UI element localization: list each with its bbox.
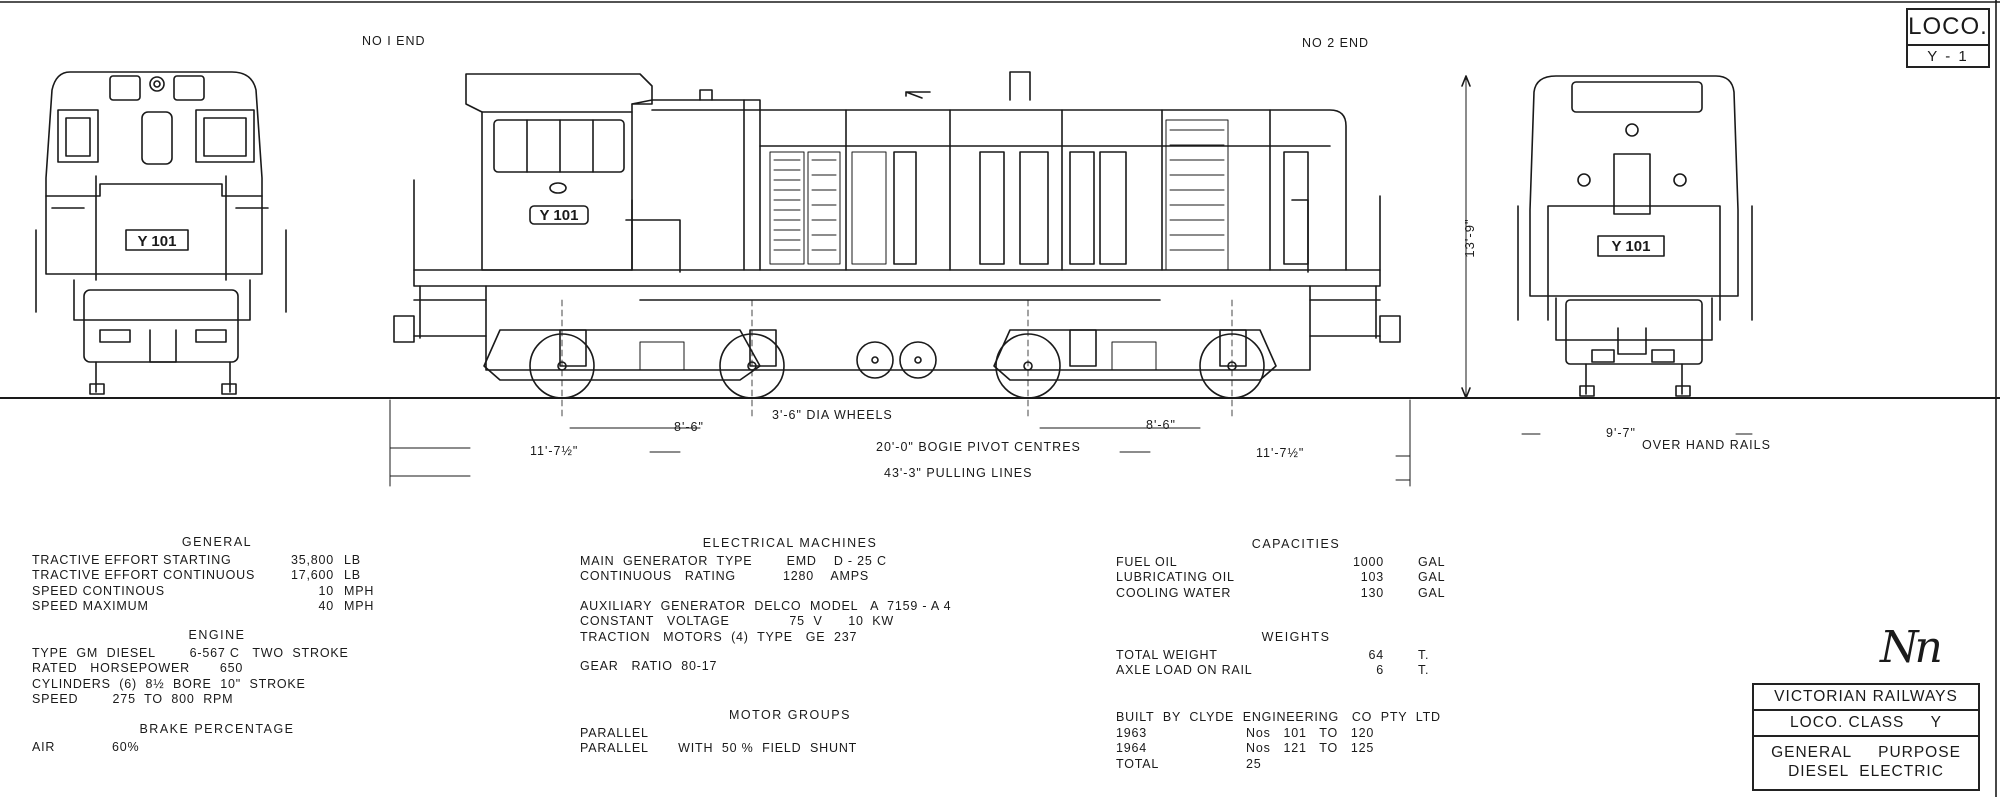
end-view-no2 [1517, 75, 1753, 397]
electrical-line: GEAR RATIO 80-17 [580, 659, 718, 673]
general-heading: GENERAL [181, 535, 253, 549]
side-view [393, 71, 1401, 421]
number-plate-side: Y 101 [540, 207, 579, 224]
electrical-line: CONTINUOUS RATING 1280 AMPS [580, 569, 869, 583]
width-value-label: 9'-7" [1606, 426, 1636, 440]
engine-line: CYLINDERS (6) 8½ BORE 10" STROKE [32, 676, 306, 691]
engine-line: TYPE GM DIESEL 6-567 C TWO STROKE [32, 645, 349, 660]
width-note-label: OVER HAND RAILS [1642, 438, 1771, 452]
electrical-line: MAIN GENERATOR TYPE EMD D - 25 C [580, 553, 887, 568]
wheelbase-left-label: 8'-6" [674, 420, 704, 434]
engine-heading: ENGINE [188, 628, 246, 642]
brake-heading: BRAKE PERCENTAGE [139, 722, 295, 736]
weights-heading: WEIGHTS [1261, 630, 1331, 644]
electrical-heading: ELECTRICAL MACHINES [702, 536, 878, 550]
height-label: 13'-9" [1462, 218, 1477, 257]
motor-groups-section: MOTOR GROUPS PARALLEL PARALLEL WITH 50 %… [580, 708, 1000, 757]
overhang-left-label: 11'-7½" [530, 444, 579, 458]
electrical-line: AUXILIARY GENERATOR DELCO MODEL A 7159 -… [580, 598, 952, 613]
motor-groups-line: PARALLEL [580, 725, 649, 740]
engine-section: ENGINE TYPE GM DIESEL 6-567 C TWO STROKE… [32, 628, 402, 708]
title-railway: VICTORIAN RAILWAYS [1754, 685, 1978, 711]
overhang-right-label: 11'-7½" [1256, 446, 1305, 460]
built-heading: BUILT BY CLYDE ENGINEERING CO PTY LTD [1116, 710, 1441, 724]
title-class: LOCO. CLASS Y [1754, 711, 1978, 737]
loco-box-bottom: Y - 1 [1927, 48, 1969, 65]
wheelbase-right-label: 8'-6" [1146, 418, 1176, 432]
bogie-pivot-label: 20'-0" BOGIE PIVOT CENTRES [876, 440, 1081, 454]
wheel-diameter-label: 3'-6" DIA WHEELS [772, 408, 893, 422]
title-type: DIESEL ELECTRIC [1788, 763, 1944, 780]
title-block: VICTORIAN RAILWAYS LOCO. CLASS Y GENERAL… [1752, 683, 1980, 791]
title-purpose: GENERAL PURPOSE [1771, 744, 1961, 761]
engine-line: SPEED 275 TO 800 RPM [32, 692, 234, 706]
engine-line: RATED HORSEPOWER 650 [32, 661, 244, 675]
electrical-section: ELECTRICAL MACHINES MAIN GENERATOR TYPE … [580, 536, 1000, 675]
number-plate-no2: Y 101 [1612, 238, 1651, 255]
electrical-line: TRACTION MOTORS (4) TYPE GE 237 [580, 629, 858, 644]
number-plate-no1: Y 101 [138, 233, 177, 250]
motor-groups-heading: MOTOR GROUPS [729, 708, 851, 722]
built-section: BUILT BY CLYDE ENGINEERING CO PTY LTD 19… [1116, 710, 1516, 772]
loco-sheet-box: LOCO. Y - 1 [1906, 8, 1990, 68]
loco-box-top: LOCO. [1908, 10, 1988, 46]
no1-end-label: NO I END [362, 34, 426, 48]
electrical-line: CONSTANT VOLTAGE 75 V 10 KW [580, 614, 895, 628]
motor-groups-line: PARALLEL WITH 50 % FIELD SHUNT [580, 741, 858, 755]
signature: Nn [1880, 622, 1943, 673]
length-dimensions [389, 399, 1411, 487]
height-dimension [1461, 75, 1471, 399]
capacities-heading: CAPACITIES [1251, 537, 1341, 551]
no2-end-label: NO 2 END [1302, 36, 1370, 50]
pulling-lines-label: 43'-3" PULLING LINES [884, 466, 1033, 480]
end-view-no1 [35, 71, 287, 395]
